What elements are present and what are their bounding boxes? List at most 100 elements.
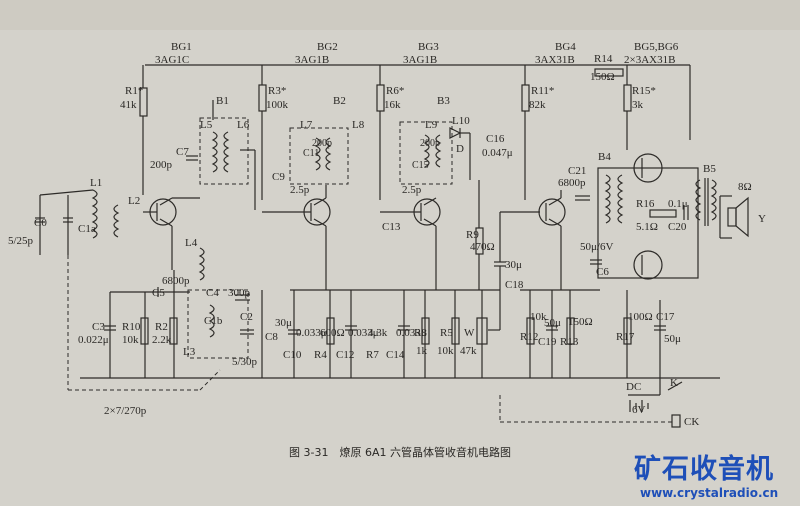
l4-label: L4 xyxy=(185,237,198,249)
bg3-type: 3AG1B xyxy=(403,54,437,66)
b2-label: B2 xyxy=(333,95,346,107)
c9-label: C9 xyxy=(272,171,285,183)
l1-label: L1 xyxy=(90,177,102,189)
stage-bg1 xyxy=(35,64,254,391)
r15-value: 3k xyxy=(632,99,644,111)
c0-label: C0 xyxy=(34,217,47,229)
c9-value: 2.5p xyxy=(290,184,310,196)
c17-value: 50μ xyxy=(664,333,681,345)
r7-value: 4.3k xyxy=(368,327,388,339)
speaker-impedance: 8Ω xyxy=(738,181,752,193)
dc-value: 6V xyxy=(632,404,646,416)
r9-value: 470Ω xyxy=(470,241,495,253)
figure-caption: 图 3-31 燎原 6A1 六管晶体管收音机电路图 xyxy=(289,446,511,459)
r13-value: 150Ω xyxy=(568,316,593,328)
stage-bg3 xyxy=(376,65,500,378)
w-label: W xyxy=(464,327,475,339)
bg56-ref: BG5,BG6 xyxy=(634,41,679,53)
bg4-type: 3AX31B xyxy=(535,54,575,66)
c5-label: C5 xyxy=(152,287,165,299)
bg1-ref: BG1 xyxy=(171,41,192,53)
r1-label: R1* xyxy=(125,85,143,97)
l6-label: L6 xyxy=(237,119,250,131)
c20-label: C20 xyxy=(668,221,687,233)
c20-value: 0.1μ xyxy=(668,198,688,210)
r4-label: R4 xyxy=(314,349,327,361)
l8-label: L8 xyxy=(352,119,365,131)
r3-label: R3* xyxy=(268,85,286,97)
r4-value: 600Ω xyxy=(320,327,345,339)
c6-label: C6 xyxy=(596,266,609,278)
l3-label: L3 xyxy=(183,346,196,358)
c3-label: C3 xyxy=(92,321,105,333)
l2-label: L2 xyxy=(128,195,140,207)
bg3-ref: BG3 xyxy=(418,41,439,53)
r2-label: R2 xyxy=(155,321,168,333)
c12-label: C12 xyxy=(336,349,354,361)
r2-value: 2.2k xyxy=(152,334,172,346)
c10-label: C10 xyxy=(283,349,302,361)
c8-value: 30μ xyxy=(275,317,292,329)
r14-label: R14 xyxy=(594,53,613,65)
l9-label: L9 xyxy=(425,119,438,131)
c1a-label: C1a xyxy=(78,223,96,235)
c2-value: 5/30p xyxy=(232,356,258,368)
bg4-ref: BG4 xyxy=(555,41,576,53)
c7-label: C7 xyxy=(176,146,189,158)
r1-value: 41k xyxy=(120,99,137,111)
bg2-type: 3AG1B xyxy=(295,54,329,66)
c16-label: C16 xyxy=(486,133,505,145)
r14-value: 150Ω xyxy=(590,71,615,83)
c14-label: C14 xyxy=(386,349,405,361)
c2-label: C2 xyxy=(240,311,253,323)
c15-label: C15 xyxy=(412,160,429,171)
b4-label: B4 xyxy=(598,151,611,163)
r17-value: 100Ω xyxy=(628,311,653,323)
c19-value: 50μ xyxy=(544,317,561,329)
c16-value: 0.047μ xyxy=(482,147,513,159)
c18-label: C18 xyxy=(505,279,524,291)
r7-label: R7 xyxy=(366,349,379,361)
watermark-chinese: 矿石收音机 xyxy=(634,454,774,485)
r15-label: R15* xyxy=(632,85,656,97)
r8-label: R8 xyxy=(414,327,427,339)
c14-value: 0.033μ xyxy=(396,327,427,339)
b5-label: B5 xyxy=(703,163,716,175)
c4-value: 300p xyxy=(228,287,251,299)
gang-capacitor-label: 2×7/270p xyxy=(104,405,147,417)
l7-label: L7 xyxy=(300,119,313,131)
r16-value: 5.1Ω xyxy=(636,221,658,233)
r12-label: R12 xyxy=(520,331,538,343)
c11-label: C11 xyxy=(303,148,319,159)
r5-value: 10k xyxy=(437,345,454,357)
c12-value: 0.033μ xyxy=(348,327,379,339)
l10-label: L10 xyxy=(452,115,470,127)
stage-bg4 xyxy=(494,65,602,378)
stage-b1 xyxy=(186,100,256,210)
c6-value: 50μ/6V xyxy=(580,241,613,253)
b3-label: B3 xyxy=(437,95,450,107)
l5-label: L5 xyxy=(200,119,213,131)
c7-value: 200p xyxy=(150,159,173,171)
r9-label: R9 xyxy=(466,229,479,241)
bg56-type: 2×3AX31B xyxy=(624,54,675,66)
r5-label: R5 xyxy=(440,327,453,339)
stage-bg2 xyxy=(258,65,380,378)
r6-value: 16k xyxy=(384,99,401,111)
c15-value: 200p xyxy=(420,138,440,149)
c11-value: 200p xyxy=(312,138,332,149)
r10-label: R10 xyxy=(122,321,141,333)
r3-value: 100k xyxy=(266,99,289,111)
r11-label: R11* xyxy=(531,85,554,97)
c5-value: 6800p xyxy=(162,275,190,287)
stage-output xyxy=(499,65,749,428)
c8-label: C8 xyxy=(265,331,278,343)
supply-rails xyxy=(80,64,720,379)
k-label: K xyxy=(670,377,678,389)
r11-value: 82k xyxy=(529,99,546,111)
c18-value: 30μ xyxy=(505,259,522,271)
w-value: 47k xyxy=(460,345,477,357)
r10-value: 10k xyxy=(122,334,139,346)
c21-label: C21 xyxy=(568,165,586,177)
c3-value: 0.022μ xyxy=(78,334,109,346)
